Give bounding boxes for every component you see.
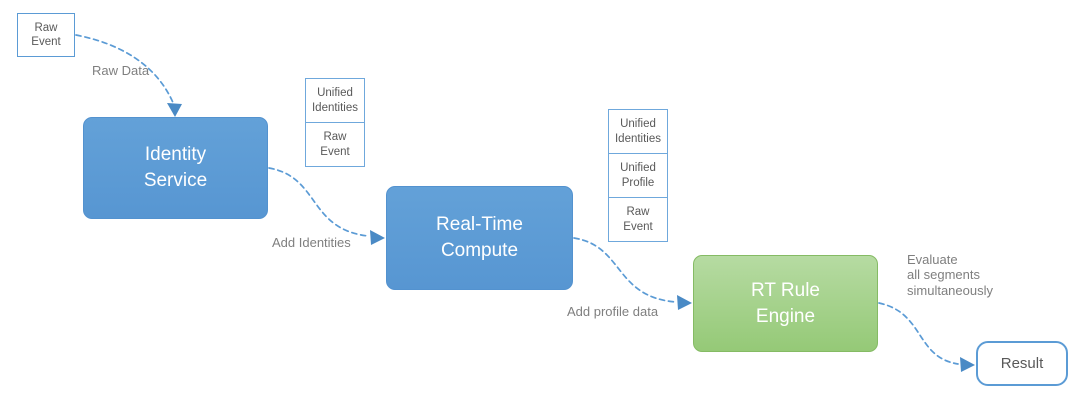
- node-real-time-compute: Real-Time Compute: [386, 186, 573, 290]
- node-real-time-compute-label: Real-Time Compute: [436, 214, 523, 261]
- edge-label-add-identities: Add Identities: [272, 235, 351, 250]
- node-result: Result: [976, 341, 1068, 386]
- connector-raw-event-to-identity-service: [75, 34, 175, 106]
- payload-cell-raw-event: Raw Event: [306, 122, 364, 166]
- node-rt-rule-engine-label: RT Rule Engine: [751, 279, 820, 327]
- arrowhead-into-real-time-compute: [370, 230, 385, 245]
- payload-cell-label: Raw Event: [623, 206, 653, 233]
- connector-real-time-compute-to-rt-rule-engine: [573, 237, 677, 303]
- payload-cell-label: Unified Identities: [614, 118, 662, 145]
- edge-label-add-profile-data: Add profile data: [567, 304, 659, 319]
- payload-stack-after-identity: Unified Identities Raw Event: [305, 78, 365, 167]
- payload-cell-label: Unified Profile: [620, 162, 656, 189]
- payload-cell-label: Unified Identities: [311, 87, 359, 114]
- payload-cell-unified-identities: Unified Identities: [609, 110, 667, 153]
- payload-stack-after-compute: Unified Identities Unified Profile Raw E…: [608, 109, 668, 242]
- node-identity-service-label: Identity Service: [143, 144, 208, 191]
- node-identity-service: Identity Service: [83, 117, 268, 219]
- payload-cell-unified-profile: Unified Profile: [609, 153, 667, 197]
- node-raw-event-source: Raw Event: [17, 13, 75, 57]
- edge-label-raw-data: Raw Data: [92, 63, 150, 78]
- payload-cell-unified-identities: Unified Identities: [306, 79, 364, 122]
- edge-label-evaluate-segments: Evaluate all segments simultaneously: [907, 252, 993, 298]
- node-raw-event-source-label: Raw Event: [31, 21, 61, 48]
- payload-cell-raw-event: Raw Event: [609, 197, 667, 241]
- payload-cell-label: Raw Event: [320, 131, 350, 158]
- node-rt-rule-engine: RT Rule Engine: [693, 255, 878, 352]
- arrowhead-into-identity-service: [167, 103, 182, 117]
- connector-identity-service-to-real-time-compute: [268, 167, 369, 237]
- connector-rt-rule-engine-to-result: [878, 302, 959, 365]
- arrowhead-into-rt-rule-engine: [677, 295, 692, 310]
- node-result-label: Result: [1000, 355, 1044, 372]
- arrowhead-into-result: [960, 357, 975, 372]
